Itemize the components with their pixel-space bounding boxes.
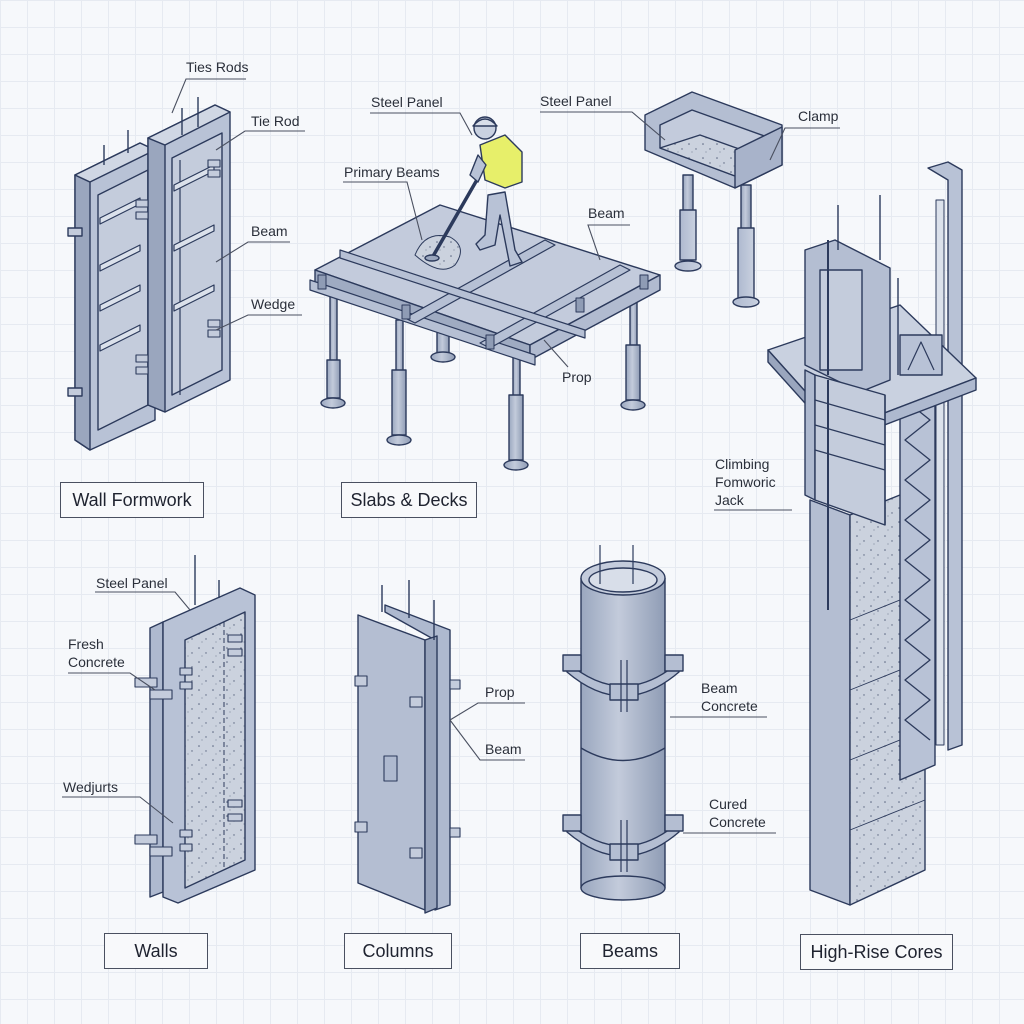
label-beam-concrete: Beam Concrete xyxy=(701,680,758,714)
label-steel-panel-walls: Steel Panel xyxy=(96,575,168,591)
label-prop-column: Prop xyxy=(485,684,515,700)
caption-columns: Columns xyxy=(344,933,452,969)
label-climbing-formwork-jack: Climbing Fomworic Jack xyxy=(715,456,776,508)
label-ties-rods: Ties Rods xyxy=(186,59,249,75)
label-wedge: Wedge xyxy=(251,296,296,312)
caption-beams: Beams xyxy=(580,933,680,969)
caption-walls: Walls xyxy=(104,933,208,969)
label-tie-rod: Tie Rod xyxy=(251,113,300,129)
label-wedjurts: Wedjurts xyxy=(63,779,118,795)
label-clamp: Clamp xyxy=(798,108,839,124)
label-steel-panel-trough: Steel Panel xyxy=(540,93,612,109)
wall-formwork-illustration xyxy=(67,97,231,451)
leader-lines xyxy=(62,78,840,834)
label-prop-slab: Prop xyxy=(562,369,592,385)
beam-trough-illustration xyxy=(644,91,783,308)
slab-deck-illustration xyxy=(309,116,661,471)
label-beam-column: Beam xyxy=(485,741,522,757)
label-beam-slab: Beam xyxy=(588,205,625,221)
label-beam-wall: Beam xyxy=(251,223,288,239)
caption-wall-formwork: Wall Formwork xyxy=(60,482,204,518)
columns-illustration xyxy=(354,580,461,914)
caption-slabs-decks: Slabs & Decks xyxy=(341,482,477,518)
walls-illustration xyxy=(134,555,256,904)
high-rise-core-illustration xyxy=(767,161,977,906)
beams-illustration xyxy=(562,545,684,901)
caption-high-rise-cores: High-Rise Cores xyxy=(800,934,953,970)
label-primary-beams: Primary Beams xyxy=(344,164,440,180)
label-fresh-concrete: Fresh Concrete xyxy=(68,636,125,670)
label-steel-panel-slab: Steel Panel xyxy=(371,94,443,110)
worker-figure xyxy=(424,116,523,267)
label-cured-concrete: Cured Concrete xyxy=(709,796,766,830)
